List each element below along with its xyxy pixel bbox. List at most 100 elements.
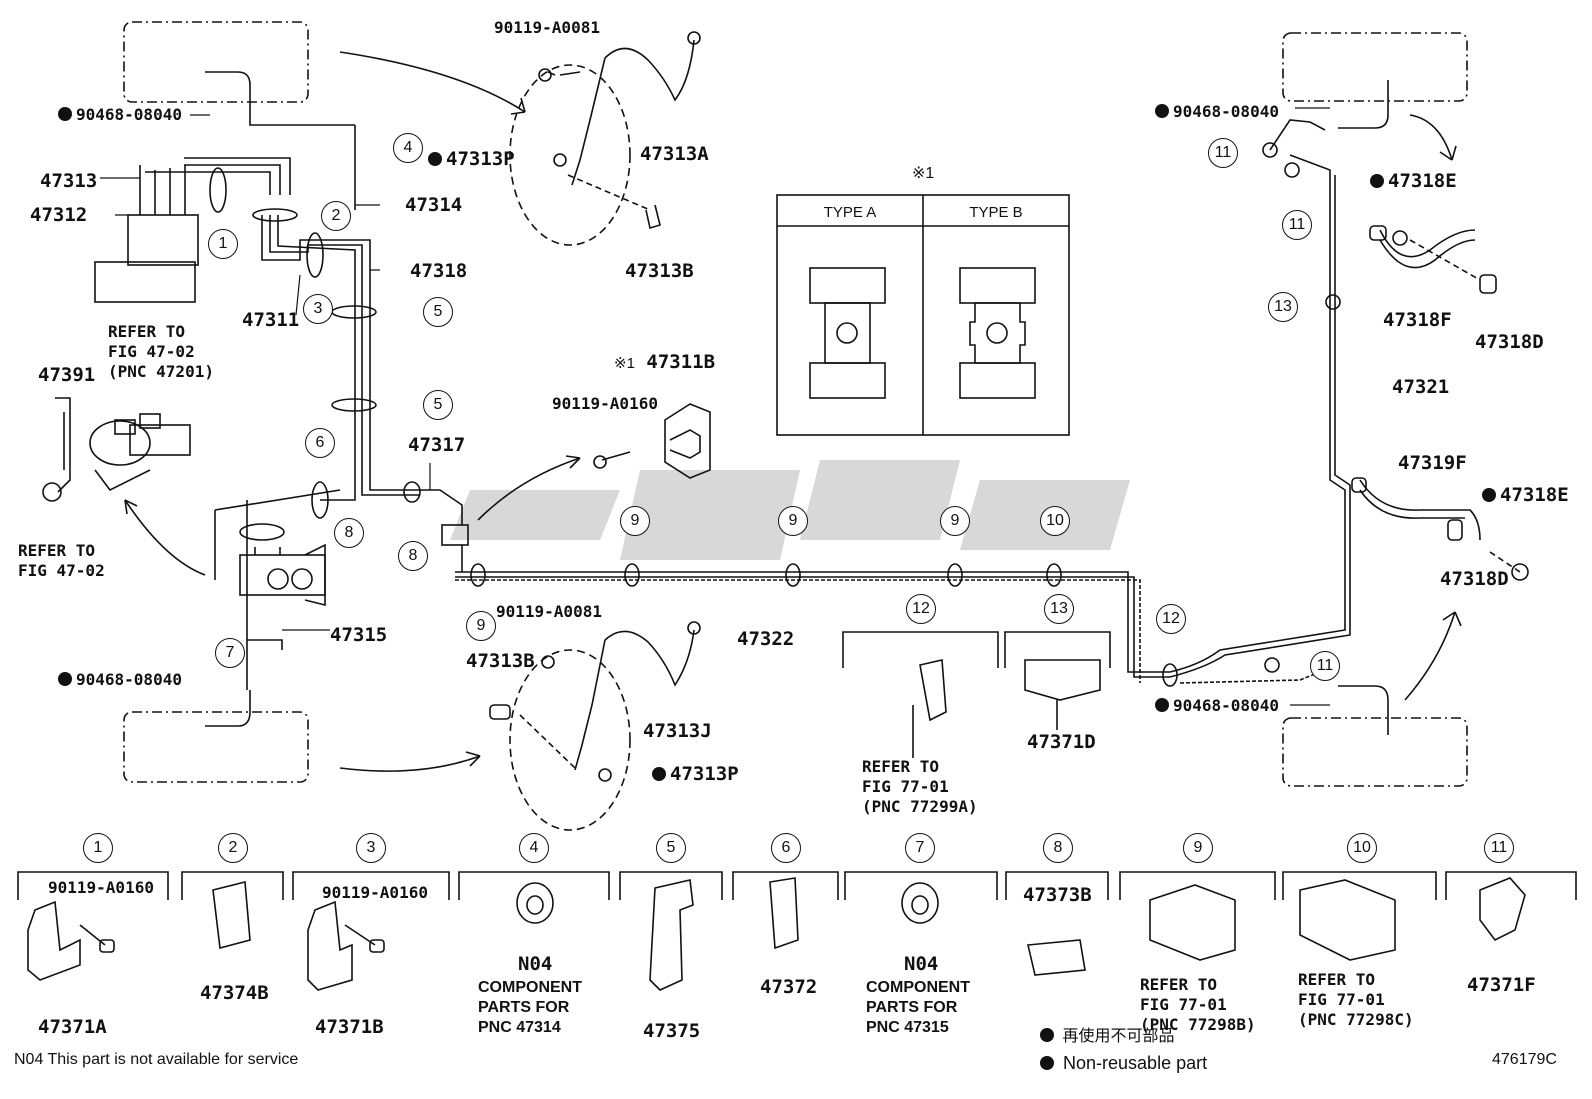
legend-9-ref: REFER TO FIG 77-01 (PNC 77298B) [1140,975,1256,1034]
label-90119-a0081-bot: 90119-A0081 [496,602,602,621]
ref-fig-47-02: REFER TO FIG 47-02 [18,541,105,580]
non-reusable-dot-icon [1482,488,1496,502]
label-47318e-top: 47318E [1370,172,1457,191]
legend-7-note: COMPONENT PARTS FOR PNC 47315 [866,979,970,1036]
legend-3-screw: 90119-A0160 [322,883,428,902]
footer-n04-note: N04 This part is not available for servi… [14,1051,299,1068]
legend-callout-9: 9 [1183,833,1213,863]
callout-13a: 13 [1044,594,1074,624]
label-47313j: 47313J [643,720,712,742]
legend-callout-1: 1 [83,833,113,863]
hose-rear-left [489,621,701,831]
label-47315: 47315 [330,624,388,646]
label-90119-a0160-mid: 90119-A0160 [552,394,658,413]
callout-13b: 13 [1268,292,1298,322]
legend-1-part: 47371A [38,1016,107,1038]
callout-9c: 9 [778,506,808,536]
label-47313b-top: 47313B [625,260,694,282]
callout-7: 7 [215,638,245,668]
ref-fig-47-02-pnc: REFER TO FIG 47-02 (PNC 47201) [108,322,214,381]
arrow-47391 [124,499,206,576]
center-lines [214,115,463,690]
type-a-header: TYPE A [823,204,877,221]
ref-fig-77-01-a: REFER TO FIG 77-01 (PNC 77299A) [862,757,978,816]
label-47311b: ※1 47311B [614,351,716,373]
legend-3-part: 47371B [315,1016,384,1038]
wheel-box-front-right [1282,32,1468,102]
label-47319f: 47319F [1398,452,1467,474]
label-47318: 47318 [410,260,468,282]
legend-5-part: 47375 [643,1020,701,1042]
label-90468-bl: 90468-08040 [58,672,182,688]
callout-9d: 9 [940,506,970,536]
legend-2-part: 47374B [200,982,269,1004]
callout-1: 1 [208,229,238,259]
arrow-47311B [477,457,581,521]
rear-left-tube [205,690,251,727]
brackets-12-13 [842,631,1111,758]
non-reusable-dot-icon [1040,1056,1054,1070]
legend-7-n04: N04 [904,953,939,975]
non-reusable-dot-icon [58,107,72,121]
junction-block [239,543,326,607]
label-47312: 47312 [30,204,88,226]
legend-8-part: 47373B [1023,884,1092,906]
hose-front-right [1369,225,1497,294]
detail-mark: ※1 [912,165,935,182]
callout-8a: 8 [334,518,364,548]
label-90119-a0081-top: 90119-A0081 [494,18,600,37]
non-reusable-dot-icon [1155,104,1169,118]
label-47371d: 47371D [1027,731,1096,753]
legend-4-note: COMPONENT PARTS FOR PNC 47314 [478,979,582,1036]
label-47311: 47311 [242,309,300,331]
non-reusable-dot-icon [1370,174,1384,188]
label-47313p-bot: 47313P [652,765,739,784]
callout-11a: 11 [1208,138,1238,168]
label-47391: 47391 [38,364,96,386]
legend-1-screw: 90119-A0160 [48,878,154,897]
arrow-fr [1409,114,1453,161]
label-47318f: 47318F [1383,309,1452,331]
legend-6-part: 47372 [760,976,818,998]
label-47313p-top: 47313P [428,150,515,169]
label-90468-br: 90468-08040 [1155,698,1279,714]
callout-9b: 9 [620,506,650,536]
wheel-box-rear-right [1282,717,1468,787]
callout-12b: 12 [1156,604,1186,634]
hose-rear-right [1351,477,1529,581]
master-cylinder [42,397,191,502]
clamp-ovals [209,167,421,541]
label-47313b-bot: 47313B [466,650,535,672]
legend-callout-6: 6 [771,833,801,863]
non-reusable-dot-icon [58,672,72,686]
legend-brackets [17,871,1577,900]
legend-10-ref: REFER TO FIG 77-01 (PNC 77298C) [1298,970,1414,1029]
label-90468-tr: 90468-08040 [1155,104,1279,120]
clip-47311b [593,403,711,479]
footer-jp-note: 再使用不可部品 [1040,1028,1174,1045]
callout-5a: 5 [423,297,453,327]
type-b-header: TYPE B [969,204,1023,221]
rear-right-tube [1338,685,1389,735]
callout-11b: 11 [1282,210,1312,240]
non-reusable-dot-icon [428,152,442,166]
legend-11-part: 47371F [1467,974,1536,996]
fr-small-line [1269,119,1326,151]
label-47314: 47314 [405,194,463,216]
wheel-box-rear-left [123,711,309,783]
arrow-rr [1404,611,1456,701]
non-reusable-dot-icon [652,767,666,781]
non-reusable-dot-icon [1155,698,1169,712]
legend-callout-5: 5 [656,833,686,863]
legend-callout-7: 7 [905,833,935,863]
clamp-ovals-rear [470,142,1341,687]
callout-9a: 9 [466,611,496,641]
label-47317: 47317 [408,434,466,456]
label-47318e-bot: 47318E [1482,486,1569,505]
arrow-fl [339,51,526,113]
legend-callout-10: 10 [1347,833,1377,863]
label-90468-tl: 90468-08040 [58,107,182,123]
legend-callout-3: 3 [356,833,386,863]
type-table [776,194,1070,436]
